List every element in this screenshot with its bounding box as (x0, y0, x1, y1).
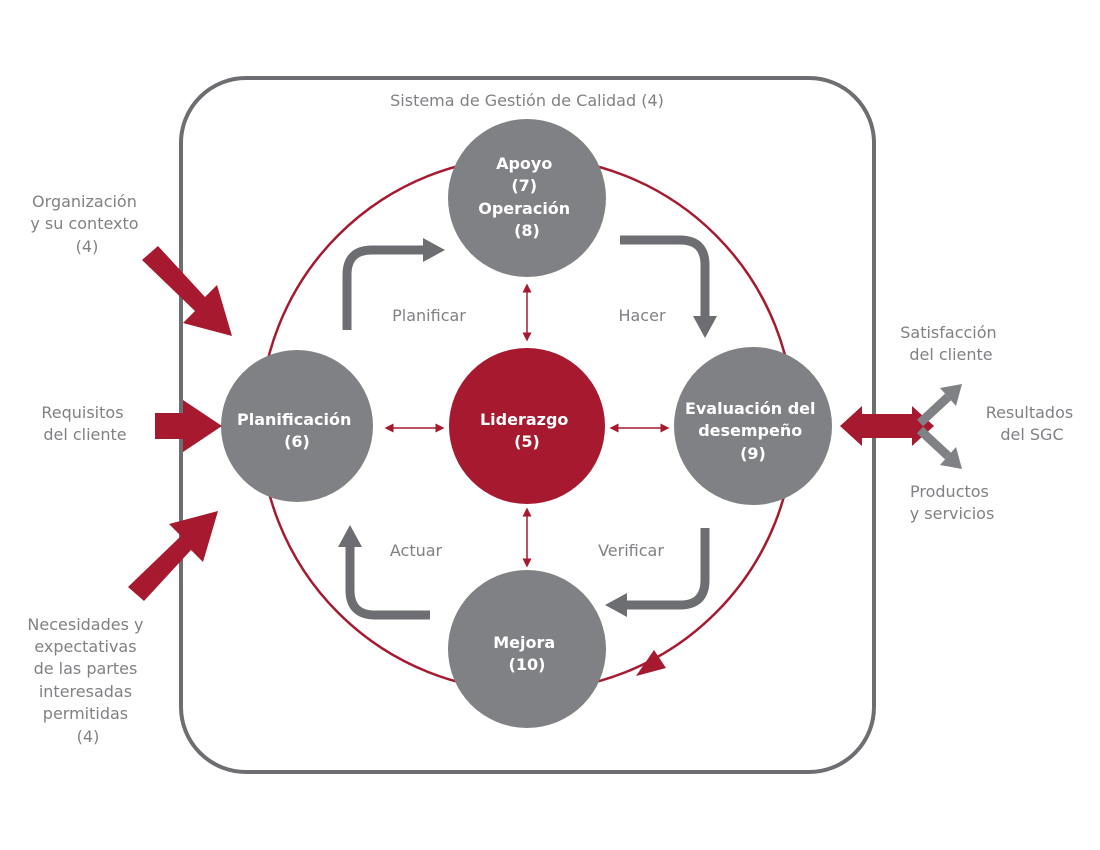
node-improvement-line: (10) (509, 655, 546, 674)
system-title-background (370, 86, 680, 114)
node-evaluation: Evaluación del desempeño (9) (674, 347, 832, 505)
input-label-line: interesadas (39, 682, 132, 701)
ring-arrowhead (636, 650, 666, 676)
node-evaluation-line: Evaluación del (685, 399, 816, 418)
output-arrow-results (840, 406, 934, 446)
node-improvement: Mejora (10) (448, 570, 606, 728)
output-arrow-satisfaction (916, 384, 962, 427)
output-label-line: Resultados (986, 403, 1074, 422)
output-label-line: y servicios (910, 504, 995, 523)
svg-text:Mejora (10): Mejora (10) (493, 633, 561, 674)
input-label-line: Requisitos (41, 403, 123, 422)
pdca-arrow-act (338, 525, 430, 620)
input-arrow-needs (128, 511, 218, 601)
phase-label-plan: Planificar (392, 306, 466, 325)
output-label-line: del cliente (909, 345, 992, 364)
phase-label-do: Hacer (618, 306, 665, 325)
node-evaluation-line: desempeño (698, 421, 802, 440)
output-arrow-products (916, 426, 962, 469)
output-label-line: Satisfacción (900, 323, 996, 342)
node-improvement-line: Mejora (493, 633, 555, 652)
output-label-satisfaction: Satisfacción del cliente (900, 323, 1002, 364)
input-label-line: permitidas (43, 704, 128, 723)
input-label-needs: Necesidades y expectativas de las partes… (27, 615, 148, 746)
node-support-line: (7) (511, 176, 537, 195)
output-label-results: Resultados del SGC (986, 403, 1079, 444)
pdca-arrow-do (620, 235, 717, 338)
svg-text:Apoyo (7) Operació: Apoyo (7) Operación (8) (478, 154, 576, 240)
svg-text:Evaluación del desempeño: Evaluación del desempeño (9) (685, 399, 821, 463)
input-arrow-requirements (155, 400, 222, 452)
pdca-arrow-plan (342, 238, 445, 330)
svg-text:Liderazgo (5): Liderazgo (5) (480, 410, 574, 451)
phase-label-check: Verificar (598, 541, 664, 560)
node-planning: Planificación (6) (221, 350, 373, 502)
output-label-line: del SGC (1000, 425, 1063, 444)
node-support-line: Operación (478, 199, 570, 218)
output-label-line: Productos (910, 482, 989, 501)
system-title: Sistema de Gestión de Calidad (4) (390, 91, 664, 110)
node-support: Apoyo (7) Operación (8) (448, 119, 606, 277)
input-label-context: Organización y su contexto (4) (30, 192, 143, 256)
input-label-line: del cliente (43, 425, 126, 444)
input-label-line: (4) (76, 237, 99, 256)
node-evaluation-line: (9) (740, 444, 766, 463)
node-leadership: Liderazgo (5) (449, 348, 605, 504)
node-planning-line: (6) (284, 432, 310, 451)
input-label-line: y su contexto (30, 214, 138, 233)
node-leadership-line: (5) (514, 432, 540, 451)
node-planning-line: Planificación (237, 410, 351, 429)
svg-text:Planificación (6): Planificación (6) (237, 410, 357, 451)
input-label-line: Necesidades y (27, 615, 143, 634)
node-support-line: (8) (514, 221, 540, 240)
input-label-line: de las partes (34, 659, 138, 678)
node-leadership-line: Liderazgo (480, 410, 568, 429)
input-arrow-context (142, 246, 232, 336)
pdca-arrow-check (605, 528, 710, 617)
phase-label-act: Actuar (390, 541, 443, 560)
input-label-line: (4) (77, 727, 100, 746)
output-label-products: Productos y servicios (910, 482, 995, 523)
input-label-line: expectativas (34, 637, 136, 656)
input-label-requirements: Requisitos del cliente (41, 403, 128, 444)
node-support-line: Apoyo (496, 154, 552, 173)
input-label-line: Organización (32, 192, 137, 211)
